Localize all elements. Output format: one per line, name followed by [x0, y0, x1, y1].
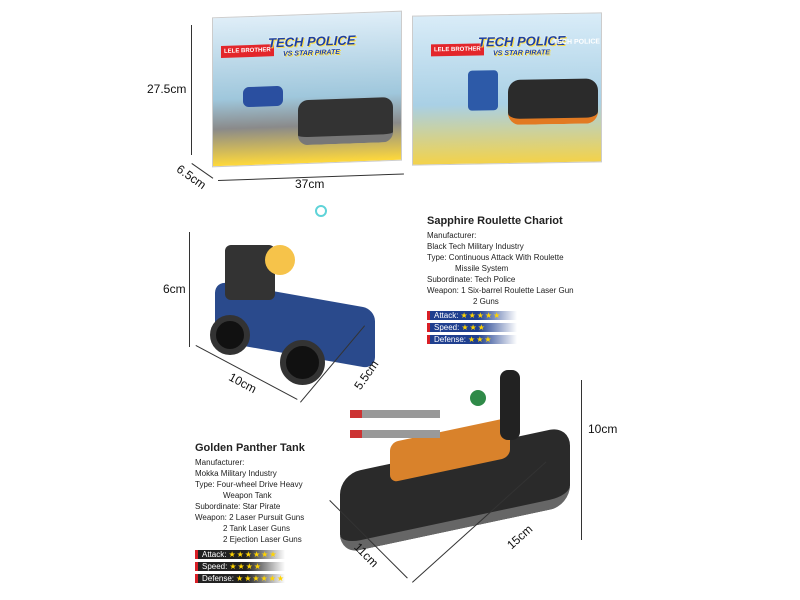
star-rating: ★★★: [461, 323, 486, 332]
brand-logo-back: LELE BROTHER: [431, 43, 484, 57]
stat-attack: Attack:★★★★★★: [195, 550, 285, 559]
spec-line: Manufacturer:: [195, 458, 245, 467]
stat-speed: Speed:★★★★: [195, 562, 285, 571]
tank-image: [330, 360, 575, 560]
box-title: TECH POLICE: [268, 32, 356, 51]
box-depth-label: 6.5cm: [173, 161, 209, 193]
spec-line: Manufacturer:: [427, 231, 477, 240]
box-height-label: 27.5cm: [147, 82, 187, 96]
chariot-name: Sapphire Roulette Chariot: [427, 215, 563, 227]
chariot-specs: Sapphire Roulette Chariot Manufacturer: …: [427, 215, 607, 344]
spec-line: Weapon Tank: [223, 491, 272, 500]
spec-line: Type: Continuous Attack With Roulette: [427, 253, 564, 262]
box-back-subtitle: VS STAR PIRATE: [493, 49, 550, 58]
spec-line: Type: Four-wheel Drive Heavy: [195, 480, 303, 489]
star-rating: ★★★★★: [460, 311, 502, 320]
spec-line: Subordinate: Tech Police: [427, 275, 516, 284]
stat-defense: Defense:★★★★★★: [195, 574, 285, 583]
tank-illustration: [298, 96, 393, 146]
brand-logo: LELE BROTHER: [221, 44, 274, 59]
box-width-label: 37cm: [295, 177, 325, 191]
box-subtitle: VS STAR PIRATE: [283, 48, 340, 58]
star-rating: ★★★★: [229, 562, 263, 571]
spec-line: Weapon: 1 Six-barrel Roulette Laser Gun: [427, 286, 574, 295]
chariot-image: [205, 205, 380, 385]
star-rating: ★★★: [468, 335, 493, 344]
chariot-height-label: 6cm: [163, 282, 186, 296]
star-rating: ★★★★★★: [236, 574, 286, 583]
spec-line: Missile System: [455, 264, 509, 273]
spec-line: Black Tech Military Industry: [427, 242, 524, 251]
box-back-label: TECH POLICE: [553, 38, 601, 47]
chariot-illustration: [243, 85, 283, 108]
stat-defense: Defense:★★★: [427, 335, 517, 344]
box-front-image: LELE BROTHER TECH POLICE VS STAR PIRATE: [212, 10, 402, 168]
spec-line: 2 Ejection Laser Guns: [223, 535, 302, 544]
spec-line: 2 Tank Laser Guns: [223, 524, 291, 533]
tank-name: Golden Panther Tank: [195, 442, 305, 454]
tank-height-label: 10cm: [588, 422, 618, 436]
tank-specs: Golden Panther Tank Manufacturer: Mokka …: [195, 442, 345, 583]
spec-line: Mokka Military Industry: [195, 469, 277, 478]
stat-speed: Speed:★★★: [427, 323, 517, 332]
robot-illustration: [468, 70, 498, 111]
spec-line: Subordinate: Star Pirate: [195, 502, 281, 511]
star-rating: ★★★★★★: [228, 550, 278, 559]
spec-line: 2 Guns: [473, 297, 499, 306]
box-back-image: LELE BROTHER TECH POLICE VS STAR PIRATE …: [412, 12, 602, 166]
stat-attack: Attack:★★★★★: [427, 311, 517, 320]
tank-illustration: [508, 78, 598, 125]
spec-line: Weapon: 2 Laser Pursuit Guns: [195, 513, 305, 522]
